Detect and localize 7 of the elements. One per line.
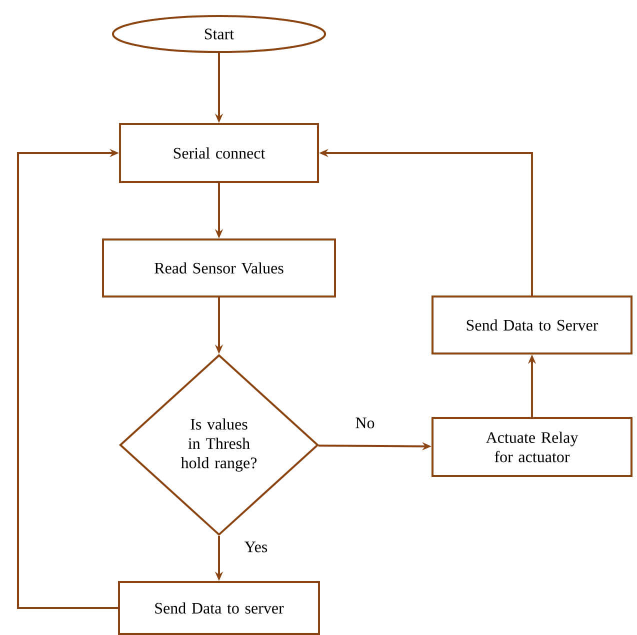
edge-label: Yes [243,540,269,554]
process-box: Serial connect [119,123,319,183]
edge-label: No [354,416,376,430]
process-box: Actuate Relay for actuator [432,417,632,477]
process-box: Send Data to server [118,581,320,635]
process-box: Send Data to Server [432,296,632,354]
process-box: Read Sensor Values [102,238,336,298]
